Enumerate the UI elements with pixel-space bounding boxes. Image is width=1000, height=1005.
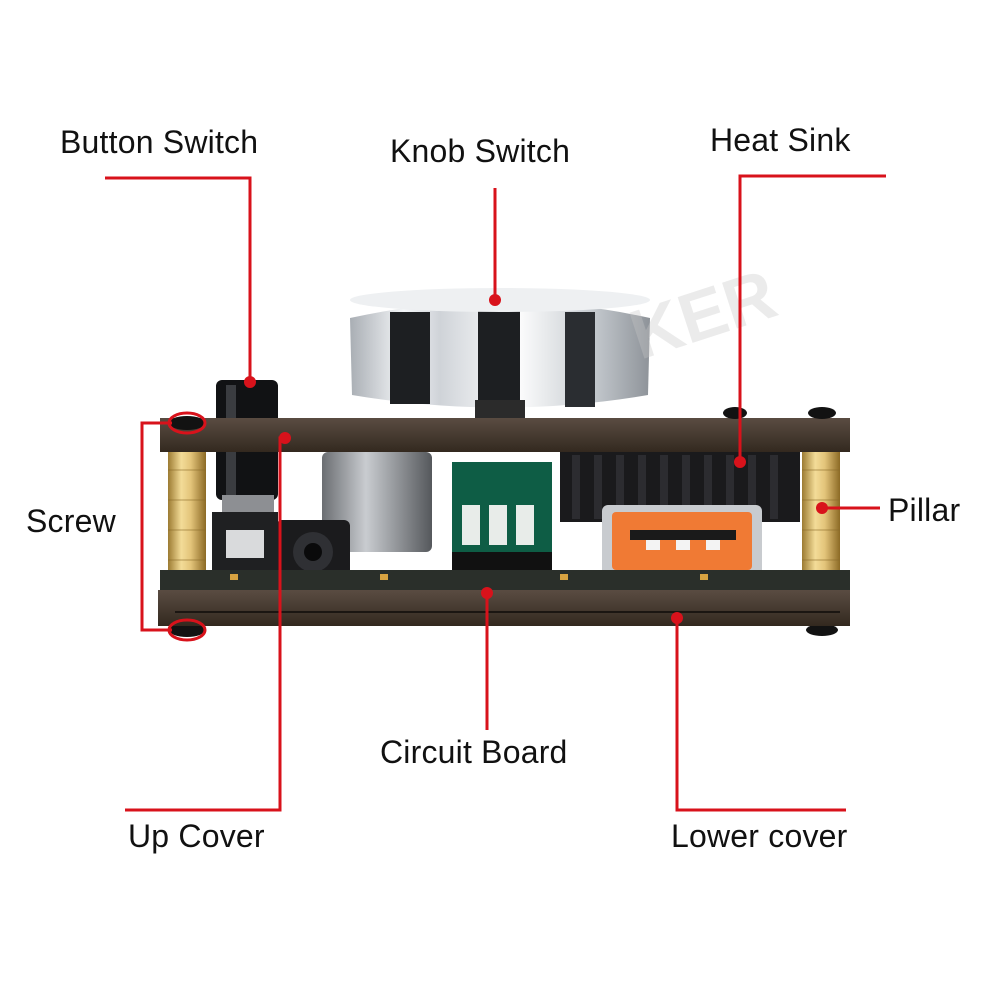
screw-top-mid xyxy=(723,407,747,419)
label-button-switch: Button Switch xyxy=(60,124,259,160)
label-up-cover: Up Cover xyxy=(128,818,265,854)
label-pillar: Pillar xyxy=(888,492,961,528)
up-cover-plate xyxy=(160,418,850,452)
knob-stripe xyxy=(565,312,595,407)
terminal-connector xyxy=(452,462,552,574)
knob-switch xyxy=(350,288,650,422)
callout-lower-cover xyxy=(675,618,846,812)
button-collar xyxy=(222,495,274,513)
label-knob-switch: Knob Switch xyxy=(390,133,571,169)
callout-screw xyxy=(140,421,172,632)
screw-bottom-left xyxy=(169,623,205,637)
knob-stripe xyxy=(478,305,520,410)
label-screw: Screw xyxy=(26,503,116,539)
label-circuit-board: Circuit Board xyxy=(380,734,568,770)
callout-heat-sink xyxy=(738,174,886,462)
callout-lines xyxy=(105,174,886,812)
callout-button-switch xyxy=(105,176,252,382)
watermark-text: KER xyxy=(621,254,786,374)
callout-dots xyxy=(244,294,828,624)
audio-jack xyxy=(276,520,350,584)
knob-shaft xyxy=(475,400,525,422)
screw-circle-top xyxy=(167,411,207,435)
pillar-threads xyxy=(168,469,840,561)
pillar-left xyxy=(168,452,206,588)
label-lower-cover: Lower cover xyxy=(671,818,848,854)
pcb-components xyxy=(230,574,708,580)
usb-port xyxy=(602,505,762,577)
screw-circle-bottom xyxy=(167,618,207,642)
knob-stripe xyxy=(390,312,430,404)
pillar-right xyxy=(802,452,840,588)
screw-bottom-right xyxy=(806,624,838,636)
lower-cover-plate xyxy=(158,590,850,626)
label-heat-sink: Heat Sink xyxy=(710,122,851,158)
screw-top-left xyxy=(169,416,205,430)
button-base-window xyxy=(226,530,264,558)
screw-top-right xyxy=(808,407,836,419)
